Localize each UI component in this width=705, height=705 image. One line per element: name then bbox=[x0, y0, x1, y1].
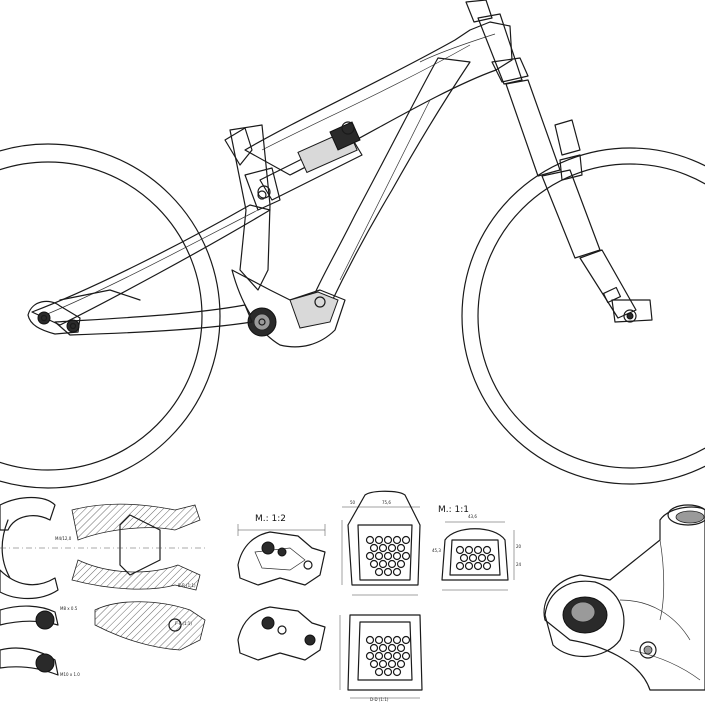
svg-text:D-D (1:1): D-D (1:1) bbox=[370, 697, 389, 702]
3d-part-render bbox=[543, 504, 705, 691]
svg-text:M.: 1:2: M.: 1:2 bbox=[255, 514, 286, 524]
detail-front-view-1: 50 75,6 bbox=[341, 490, 421, 596]
svg-text:20: 20 bbox=[516, 544, 522, 549]
svg-text:45,3: 45,3 bbox=[432, 548, 441, 553]
svg-text:M.: 1:1: M.: 1:1 bbox=[438, 505, 469, 515]
detail-front-view-2: D-D (1:1) bbox=[339, 614, 423, 702]
svg-text:M8 x 0.5: M8 x 0.5 bbox=[60, 606, 78, 611]
svg-text:75,6: 75,6 bbox=[382, 500, 391, 505]
svg-text:43,6: 43,6 bbox=[468, 514, 477, 519]
detail-view-f: F-F (1:1) M8 x 0.5 M10 x 1.0 bbox=[0, 601, 206, 677]
svg-text:M4/12,0: M4/12,0 bbox=[55, 536, 72, 541]
svg-text:24: 24 bbox=[516, 562, 522, 567]
detail-view-b: M4/12,0 B-B (1:1) bbox=[0, 496, 205, 600]
rear-shock bbox=[257, 121, 363, 201]
detail-side-view-2 bbox=[237, 606, 326, 661]
front-fork bbox=[491, 57, 653, 323]
detail-front-view-3: M.: 1:1 43,6 20 24 45,3 bbox=[432, 505, 522, 591]
main-frame bbox=[224, 0, 523, 348]
front-wheel bbox=[461, 147, 705, 485]
svg-text:B-B (1:1): B-B (1:1) bbox=[178, 583, 196, 588]
rear-wheel bbox=[0, 143, 221, 489]
svg-text:F-F (1:1): F-F (1:1) bbox=[175, 621, 192, 626]
detail-side-view-1: M.: 1:2 bbox=[237, 514, 326, 586]
svg-text:M10 x 1.0: M10 x 1.0 bbox=[60, 672, 80, 677]
svg-text:50: 50 bbox=[350, 500, 356, 505]
rear-triangle bbox=[27, 167, 281, 336]
